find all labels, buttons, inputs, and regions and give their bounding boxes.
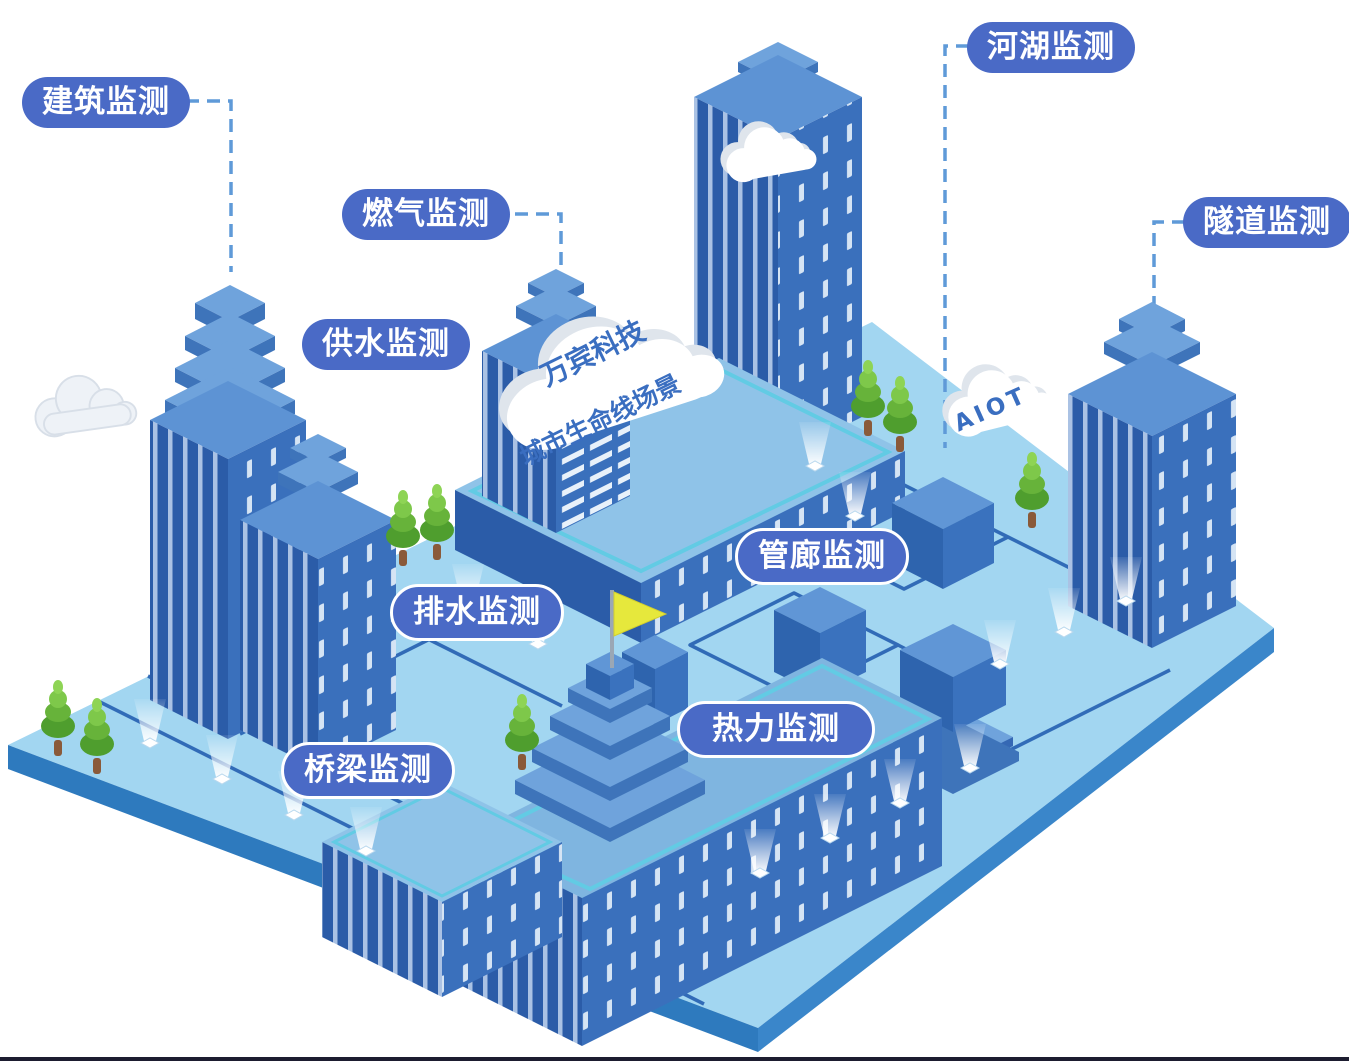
label-connectors (186, 44, 1185, 448)
label-building-monitoring[interactable]: 建筑监测 (22, 77, 190, 128)
building-left-front-tower (240, 434, 396, 769)
connector-river-lake-monitoring (943, 44, 969, 448)
label-river-lake-monitoring[interactable]: 河湖监测 (967, 22, 1135, 73)
label-bridge-monitoring[interactable]: 桥梁监测 (281, 742, 455, 799)
label-drainage-monitoring[interactable]: 排水监测 (390, 584, 564, 641)
utility-cube-1 (892, 477, 994, 589)
bottom-border-line (0, 1057, 1349, 1061)
label-pipe-gallery-monitoring[interactable]: 管廊监测 (735, 528, 909, 585)
connector-building-monitoring (186, 99, 233, 272)
cloud-aiot: AIOT (933, 350, 1057, 441)
label-water-supply-monitoring[interactable]: 供水监测 (302, 319, 470, 370)
label-tunnel-monitoring[interactable]: 隧道监测 (1183, 197, 1349, 248)
flag-icon (610, 590, 668, 668)
building-left-wing (322, 782, 562, 997)
connector-gas-monitoring (515, 212, 563, 295)
label-heating-monitoring[interactable]: 热力监测 (677, 701, 875, 758)
label-gas-monitoring[interactable]: 燃气监测 (342, 189, 510, 240)
building-right-tower (1068, 302, 1236, 648)
ziggurat-roof (515, 652, 705, 842)
connector-tunnel-monitoring (1152, 220, 1185, 308)
cloud-small-left (29, 367, 139, 440)
